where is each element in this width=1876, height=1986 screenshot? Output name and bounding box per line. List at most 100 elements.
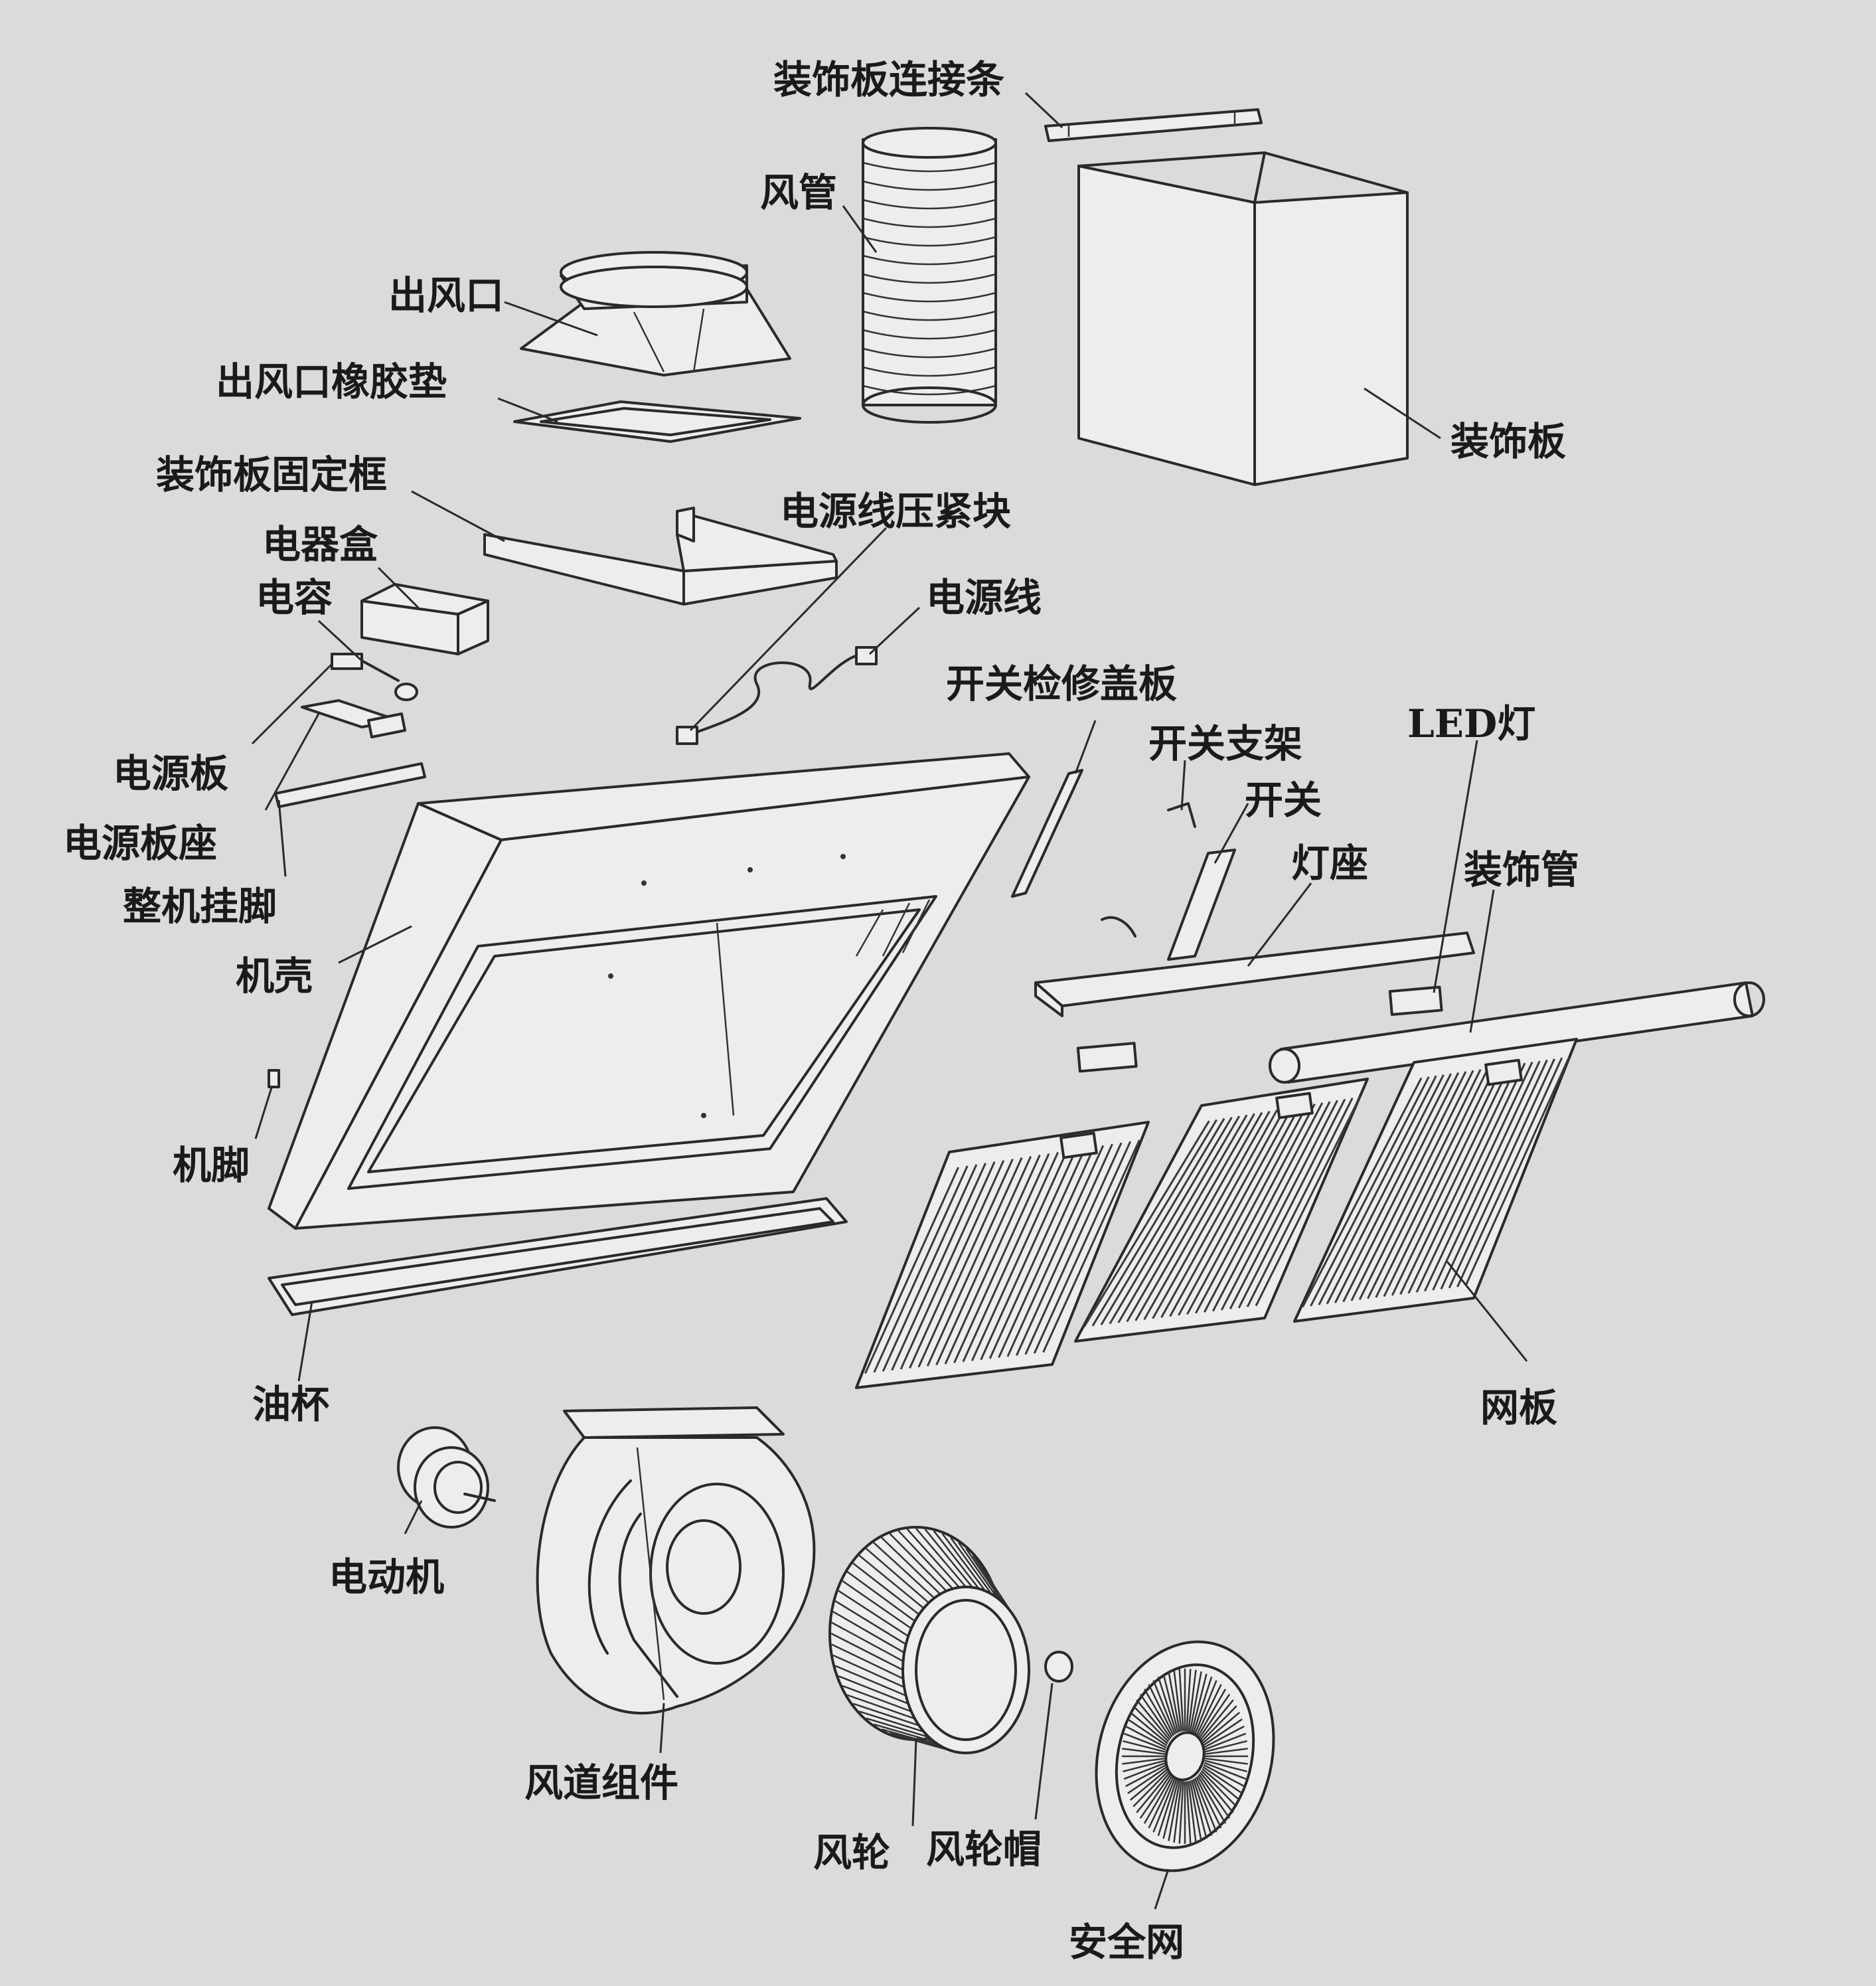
power-board-shape — [301, 699, 406, 738]
filter-mesh-line — [1310, 1076, 1430, 1307]
filter-mesh-line — [944, 1154, 1041, 1365]
label-impeller-cap: 风轮帽 — [926, 1827, 1042, 1872]
net-spoke — [1139, 1693, 1172, 1739]
net-spoke — [1123, 1732, 1166, 1751]
net-spoke — [1123, 1760, 1166, 1773]
label-motor: 电动机 — [329, 1554, 444, 1600]
filter-mesh-line — [873, 1165, 969, 1373]
net-spoke — [1189, 1780, 1202, 1841]
label-housing: 机壳 — [236, 953, 313, 999]
filter-mesh-line — [1117, 1116, 1241, 1323]
capacitor-shape — [331, 653, 418, 701]
net-spoke — [1148, 1684, 1174, 1736]
impeller-blade — [950, 1536, 992, 1595]
switch-cover-shape — [1011, 769, 1083, 898]
filter-mesh-line — [1318, 1075, 1437, 1305]
net-spoke — [1178, 1781, 1184, 1844]
filter-mesh-line — [1301, 1077, 1423, 1308]
impeller-blade — [838, 1590, 909, 1637]
impeller-blade — [881, 1536, 941, 1595]
label-power-board: 电源板 — [113, 751, 228, 796]
net-spoke — [1204, 1748, 1248, 1755]
label-foot: 机脚 — [173, 1143, 250, 1188]
filter-mesh-line — [1358, 1070, 1474, 1300]
net-spoke — [1136, 1699, 1170, 1741]
label-elec-box: 电器盒 — [262, 522, 378, 567]
filter-mesh-line — [1456, 1057, 1563, 1287]
net-spoke — [1133, 1705, 1170, 1743]
label-cord-clamp: 电源线压紧块 — [780, 489, 1011, 534]
hanger-shape — [274, 762, 426, 808]
filter-mesh-line — [1342, 1072, 1460, 1303]
duct-ring — [862, 273, 996, 284]
decor-tube-shape — [1269, 981, 1765, 1084]
label-impeller: 风轮 — [813, 1830, 890, 1875]
net-spoke — [1198, 1774, 1231, 1819]
filter-mesh-line — [1399, 1064, 1512, 1295]
net-spoke — [1129, 1712, 1168, 1744]
impeller-blade — [898, 1530, 954, 1590]
filter-mesh-line — [1109, 1116, 1233, 1325]
filter-mesh-line — [998, 1146, 1095, 1359]
filter-mesh-line — [899, 1161, 996, 1370]
filter-mesh-line — [1178, 1107, 1293, 1316]
net-spoke — [1187, 1669, 1197, 1732]
impeller-blade — [915, 1528, 967, 1588]
leader-lines — [251, 92, 1528, 1910]
net-spoke — [1189, 1671, 1202, 1732]
filter-mesh-line — [1391, 1066, 1504, 1296]
net-spoke — [1194, 1778, 1217, 1833]
filter-mesh-line — [1464, 1056, 1571, 1287]
impeller-blade — [831, 1643, 904, 1680]
power-cord-shape — [676, 646, 878, 745]
filter-mesh-line — [1375, 1068, 1489, 1298]
label-duct-assembly: 风道组件 — [524, 1760, 678, 1805]
filter-mesh-line — [1126, 1114, 1248, 1323]
net-spoke — [1125, 1764, 1167, 1787]
impeller-blade — [906, 1529, 961, 1588]
label-switch-cover: 开关检修盖板 — [946, 661, 1177, 706]
label-oil-cup: 油杯 — [252, 1382, 329, 1427]
label-capacitor: 电容 — [256, 575, 333, 620]
net-spoke — [1200, 1699, 1234, 1741]
net-spoke — [1143, 1689, 1173, 1738]
filter-mesh-line — [988, 1147, 1086, 1359]
label-decor-strip: 装饰板连接条 — [773, 57, 1004, 102]
impeller-blade — [941, 1532, 986, 1592]
net-spoke — [1152, 1778, 1176, 1833]
filter-mesh-line — [917, 1159, 1014, 1368]
duct-ring — [862, 384, 996, 396]
duct-ring — [862, 236, 996, 247]
impeller-blade — [831, 1621, 904, 1663]
impeller-blade — [842, 1685, 912, 1712]
net-spoke — [1127, 1718, 1168, 1746]
duct-ring — [862, 180, 996, 191]
impeller-blade — [846, 1571, 915, 1622]
impeller-cap-shape — [1044, 1651, 1073, 1683]
foot-shape — [268, 1069, 280, 1088]
filter-mesh-line — [980, 1149, 1077, 1361]
net-spoke — [1203, 1725, 1245, 1749]
filter-mesh-line — [1229, 1100, 1338, 1310]
impeller-blade — [842, 1580, 912, 1629]
filter-mesh-line — [1083, 1120, 1210, 1328]
label-safety-net: 安全网 — [1069, 1920, 1184, 1965]
filter-mesh-line — [1220, 1101, 1331, 1311]
duct-ring — [862, 310, 996, 321]
filter-mesh-line — [891, 1163, 986, 1371]
filter-mesh-line — [1383, 1066, 1496, 1297]
net-spoke — [1123, 1740, 1166, 1753]
net-spoke — [1191, 1673, 1208, 1733]
filter-mesh-line — [1006, 1145, 1105, 1357]
filter-mesh-line — [1440, 1059, 1548, 1289]
net-spoke — [1203, 1764, 1245, 1787]
impeller-blade — [866, 1717, 929, 1738]
impeller-blade — [832, 1611, 905, 1654]
impeller-blade — [847, 1694, 915, 1720]
net-spoke — [1197, 1775, 1227, 1824]
filter-mesh-line — [1415, 1062, 1526, 1293]
filter-shapes — [855, 1038, 1578, 1389]
label-hanger: 整机挂脚 — [123, 884, 277, 929]
duct-ring — [862, 254, 996, 266]
